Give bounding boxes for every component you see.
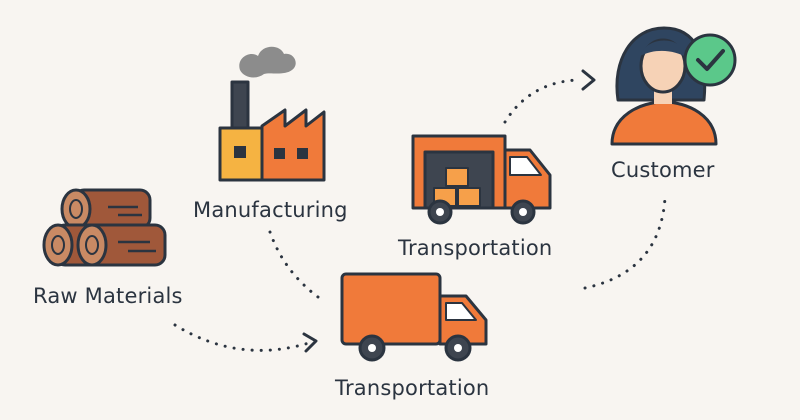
label-transportation-truck: Transportation bbox=[335, 376, 490, 400]
arrowhead-to-truck bbox=[302, 332, 318, 353]
delivery-truck-icon bbox=[340, 272, 488, 362]
smoke bbox=[239, 46, 296, 78]
customer-check-icon bbox=[610, 26, 737, 146]
logs-icon bbox=[42, 188, 167, 267]
arrowhead-to-customer bbox=[581, 69, 596, 91]
connector-mfg-to-truck bbox=[268, 230, 327, 304]
connector-warehouse-to-customer bbox=[503, 78, 580, 124]
label-transportation-warehouse: Transportation bbox=[398, 236, 553, 260]
connector-truck-to-warehouse bbox=[583, 196, 667, 290]
warehouse-truck-icon bbox=[411, 134, 552, 225]
label-manufacturing: Manufacturing bbox=[193, 198, 348, 222]
factory-icon bbox=[218, 46, 326, 182]
label-customer: Customer bbox=[611, 158, 715, 182]
connector-raw-to-truck bbox=[173, 323, 314, 352]
label-raw-materials: Raw Materials bbox=[33, 284, 183, 308]
